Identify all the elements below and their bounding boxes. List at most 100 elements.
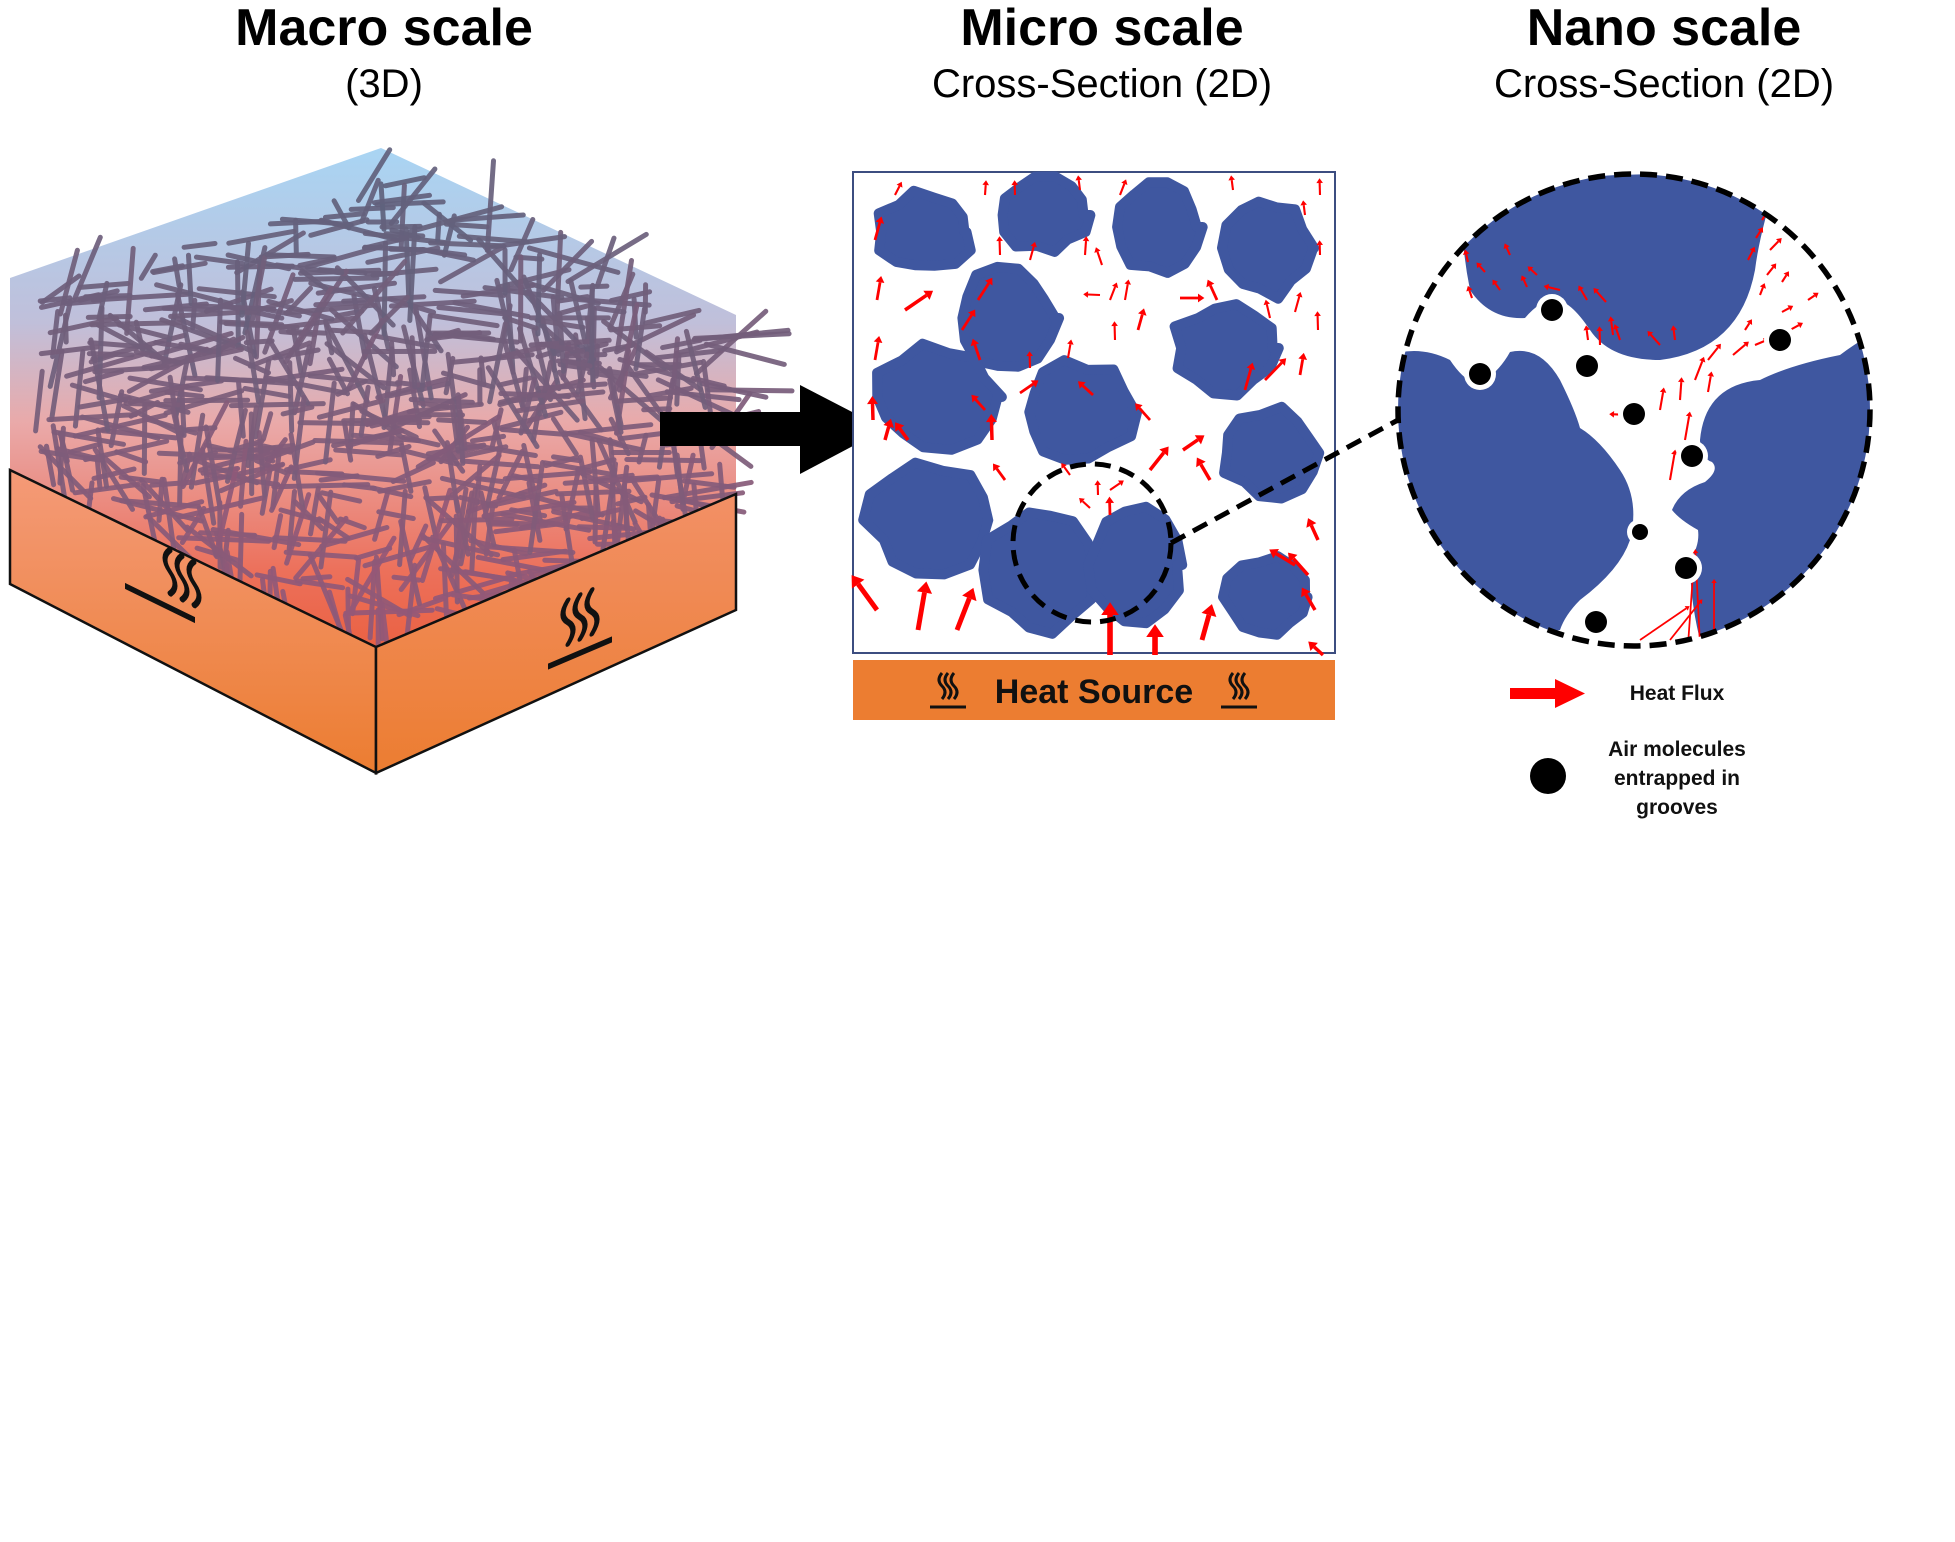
fiber [153, 340, 213, 354]
fiber [161, 305, 220, 313]
fiber [346, 318, 385, 392]
fiber [654, 348, 724, 361]
heat-flux-arrow [1668, 449, 1678, 481]
fiber [216, 334, 246, 353]
fiber [616, 302, 640, 393]
heat-flux-arrow [1263, 358, 1287, 381]
heat-flux-arrow [1593, 287, 1607, 303]
fiber [57, 430, 75, 493]
heat-flux-arrow [1747, 246, 1756, 261]
fiber [690, 375, 727, 389]
fiber [489, 521, 520, 527]
air-molecule-dot [1632, 524, 1648, 540]
fiber [340, 259, 408, 336]
heat-flux-arrow [1744, 319, 1753, 331]
fiber [316, 516, 351, 541]
heat-flux-arrow [904, 290, 934, 312]
fiber [449, 526, 465, 579]
heat-flux-arrow [1527, 266, 1538, 276]
particle-top [1460, 174, 1780, 360]
fiber [538, 341, 586, 354]
fiber [417, 400, 451, 410]
fiber [481, 499, 577, 519]
legend [1510, 679, 1585, 794]
heat-flux-arrow [1476, 262, 1486, 273]
fiber [425, 330, 483, 342]
fiber [535, 252, 543, 337]
heat-flux-arrow [1759, 283, 1766, 296]
fiber [371, 192, 432, 206]
fiber [541, 238, 595, 293]
heat-flux-arrow [1082, 236, 1090, 256]
fiber [703, 341, 787, 367]
micro-cross-section [851, 171, 1400, 657]
heat-flux-arrow [1119, 179, 1128, 196]
fiber [55, 446, 104, 463]
fiber [236, 380, 246, 439]
fiber [127, 383, 190, 406]
heat-flux-arrow [1077, 381, 1094, 397]
zoom-arrow-icon [660, 385, 885, 474]
heat-flux-arrow [1079, 498, 1091, 509]
heat-flux-arrow [1269, 548, 1296, 567]
fiber [226, 228, 297, 246]
fiber [260, 411, 274, 442]
heat-flux-arrow [1199, 604, 1217, 641]
heat-flux-arrow [1135, 403, 1152, 421]
fiber [193, 254, 245, 266]
fiber [319, 490, 363, 504]
heat-flux-arrow [1706, 371, 1714, 393]
fiber [362, 542, 440, 569]
fiber [607, 366, 624, 428]
heat-flux-arrow [985, 414, 997, 441]
heat-flux-arrow [1148, 446, 1169, 472]
heat-flux-arrow [1583, 325, 1590, 341]
heat-flux-arrow [1677, 377, 1685, 401]
fiber [535, 381, 608, 391]
fiber [269, 464, 294, 513]
fiber [90, 291, 190, 303]
fiber [368, 294, 410, 336]
fiber [593, 305, 627, 315]
fiber [143, 499, 205, 520]
fiber [51, 429, 126, 447]
fiber [270, 451, 282, 511]
particle-blob [1024, 355, 1143, 465]
fiber [89, 320, 183, 328]
fiber [316, 398, 386, 420]
fiber [398, 521, 453, 592]
fiber [82, 368, 125, 385]
heat-flux-arrow [1647, 330, 1661, 346]
fiber [341, 482, 378, 491]
heat-flux-arrow [1083, 291, 1101, 298]
fiber [428, 313, 500, 329]
fiber [323, 318, 335, 356]
heat-flux-arrow [1111, 321, 1118, 341]
fiber [388, 166, 438, 226]
fiber [358, 384, 371, 438]
heat-flux-arrow [1061, 463, 1071, 476]
heat-source-label: Heat Source [995, 673, 1193, 711]
nano-title: Nano scale [1526, 0, 1802, 57]
fiber [578, 283, 610, 290]
air-molecules [1464, 294, 1796, 638]
fiber [595, 235, 617, 288]
heat-flux-arrow [1466, 285, 1473, 299]
fiber [215, 297, 223, 383]
air-molecule-dot [1541, 299, 1563, 321]
fiber [577, 454, 596, 521]
air-molecule-dot [1675, 557, 1697, 579]
fiber [324, 321, 370, 404]
fiber [372, 487, 391, 542]
heat-flux-arrow [1026, 351, 1033, 369]
black-dot-icon [1530, 758, 1566, 794]
heat-waves-icon [548, 587, 612, 670]
particle-blob [997, 171, 1096, 257]
fiber [283, 286, 334, 365]
fiber [190, 297, 198, 331]
fiber [379, 223, 423, 230]
fiber [297, 420, 372, 427]
particle-blob [1218, 551, 1313, 640]
fiber [242, 386, 292, 399]
heat-flux-arrow [1308, 641, 1325, 657]
